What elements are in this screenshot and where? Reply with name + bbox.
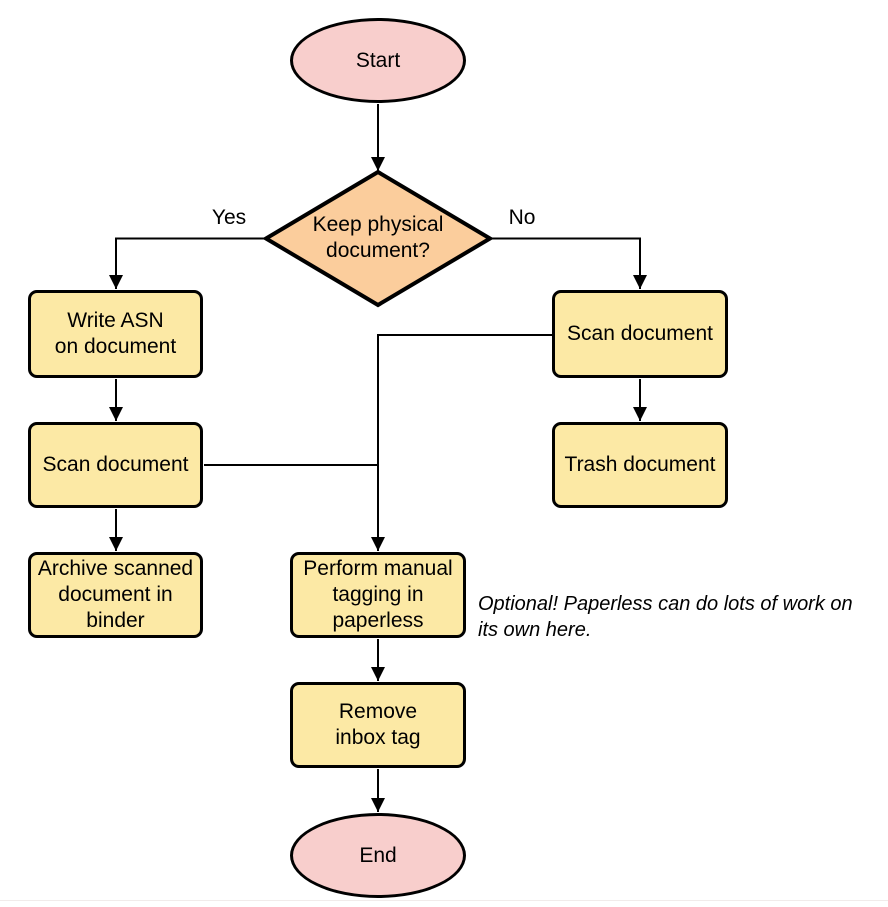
node-remove-inbox-tag: Remove inbox tag [290,682,466,768]
node-end: End [290,813,466,898]
optional-note: Optional! Paperless can do lots of work … [478,593,853,641]
node-remove-inbox-tag-label: Remove inbox tag [335,700,421,749]
node-trash-document: Trash document [552,422,728,508]
node-write-asn-label: Write ASN on document [54,309,177,358]
node-end-label: End [359,843,397,867]
node-manual-tagging-label: Perform manual tagging in paperless [303,557,453,632]
node-scan-document-left: Scan document [28,422,203,508]
edge-decision-yes-to-write-asn [109,237,266,289]
node-start-label: Start [355,48,401,72]
edge-label-yes: Yes [211,206,247,229]
node-trash-document-label: Trash document [564,453,716,476]
node-archive-scanned-label: Archive scanned document in binder [37,557,194,632]
node-decision-keep-physical: Keep physical document? [268,205,488,271]
node-decision-label: Keep physical document? [312,213,444,262]
page-bottom-divider [0,900,888,901]
node-scan-document-left-label: Scan document [42,453,189,476]
edge-label-no: No [508,206,536,229]
node-archive-scanned: Archive scanned document in binder [28,552,203,638]
decision-diamond [262,169,494,308]
node-start: Start [290,18,466,103]
node-scan-document-right: Scan document [552,290,728,378]
node-manual-tagging: Perform manual tagging in paperless [290,552,466,638]
edge-decision-no-to-scan-right [490,237,647,289]
node-scan-document-right-label: Scan document [567,322,713,345]
node-write-asn: Write ASN on document [28,290,203,378]
edge-scan-right-to-tagging [371,334,553,551]
